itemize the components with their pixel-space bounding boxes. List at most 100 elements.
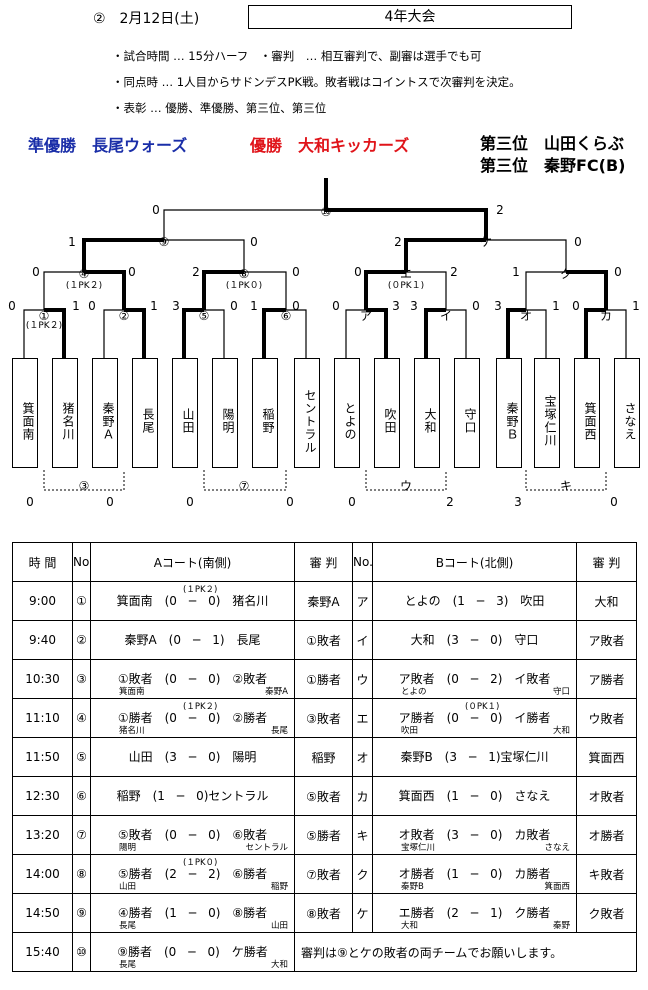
- team-box: 陽明: [212, 358, 238, 468]
- score-r2-6: 1: [512, 265, 520, 279]
- score-r1-8: 0: [332, 299, 340, 313]
- winner-label: 優勝 大和キッカーズ: [250, 136, 410, 155]
- pk-note-m1: (１PK２): [26, 321, 62, 331]
- referee-b: 箕面西: [576, 737, 637, 777]
- match-label-m5: ⑤: [199, 309, 210, 323]
- court-a-match: ⑤敗者 (0 ─ 0) ⑥敗者陽明セントラル: [90, 815, 295, 855]
- team-sub-left: とよの: [401, 687, 427, 697]
- team-box: 秦野Ａ: [92, 358, 118, 468]
- col-time: 時 間: [12, 542, 73, 582]
- pk-note: (１PK２): [183, 585, 218, 595]
- score-r1-7: 0: [292, 299, 300, 313]
- table-header-row: 時 間 No. Aコート(南側) 審 判 No. Bコート(北側) 審 判: [12, 542, 637, 582]
- score-final-1: 2: [496, 203, 504, 217]
- time-cell: 14:00: [12, 854, 73, 894]
- final-match: ⑨勝者 (0 ─ 0) ケ勝者長尾大和: [90, 932, 295, 972]
- match-label-mA: ア: [360, 309, 372, 323]
- score-r3-2: 2: [394, 235, 402, 249]
- time-cell: 11:10: [12, 698, 73, 738]
- team-box: 箕面西: [574, 358, 600, 468]
- court-b-match: ア敗者 (0 ─ 2) イ敗者とよの守口: [372, 659, 577, 699]
- team-sub-left: 長尾: [119, 921, 137, 931]
- match-no-b: カ: [352, 776, 373, 816]
- match-label-mKi: キ: [560, 479, 572, 493]
- score-r1-5: 0: [230, 299, 238, 313]
- match-no-a: ⑨: [72, 893, 91, 933]
- match-text: オ勝者 (1 ─ 0) カ勝者: [398, 867, 551, 881]
- score-r1-9: 3: [392, 299, 400, 313]
- team-box: 大和: [414, 358, 440, 468]
- score-r3-1: 0: [250, 235, 258, 249]
- match-text: 秦野B (3 ─ 1)宝塚仁川: [400, 750, 549, 764]
- score-r2-4: 0: [354, 265, 362, 279]
- score-r2-7: 0: [614, 265, 622, 279]
- score-r1-12: 3: [494, 299, 502, 313]
- team-sub-right: 秦野: [552, 921, 570, 931]
- match-label-m1: ①: [39, 309, 50, 323]
- team-box: 守口: [454, 358, 480, 468]
- court-a-match: ⑤勝者 (2 ─ 2) ⑥勝者(１PK０)山田稲野: [90, 854, 295, 894]
- third-place-label-1: 第三位 山田くらぶ: [480, 134, 625, 153]
- match-text: 箕面西 (1 ─ 0) さなえ: [398, 789, 551, 803]
- score-final-0: 0: [152, 203, 160, 217]
- col-no-b: No.: [352, 542, 373, 582]
- referee-a: ①敗者: [294, 620, 353, 660]
- referee-a: ①勝者: [294, 659, 353, 699]
- court-a-match: 稲野 (1 ─ 0)セントラル: [90, 776, 295, 816]
- team-sub-right: 箕面西: [544, 882, 570, 892]
- match-label-m8: ⑧: [239, 267, 250, 281]
- pk-note-m8: (１PK０): [226, 281, 262, 291]
- match-text: ⑨勝者 (0 ─ 0) ケ勝者: [117, 945, 268, 959]
- col-ref-b: 審 判: [576, 542, 637, 582]
- referee-a: ⑧敗者: [294, 893, 353, 933]
- score-r1-0: 0: [8, 299, 16, 313]
- score-r1-2: 0: [88, 299, 96, 313]
- team-sub-right: 大和: [270, 960, 288, 970]
- final-referee-note: 審判は⑨とケの敗者の両チームでお願いします。: [294, 932, 637, 972]
- match-text: ア敗者 (0 ─ 2) イ敗者: [398, 672, 551, 686]
- event-title: 4年大会: [248, 5, 572, 29]
- team-sub-right: セントラル: [245, 843, 288, 853]
- referee-b: ア勝者: [576, 659, 637, 699]
- score-r1-15: 1: [632, 299, 640, 313]
- match-label-mKa: カ: [600, 309, 612, 323]
- consolation-score-1: 0: [106, 495, 114, 509]
- time-cell: 10:30: [12, 659, 73, 699]
- team-box: セントラル: [294, 358, 320, 468]
- match-no-b: ウ: [352, 659, 373, 699]
- referee-a: ⑦敗者: [294, 854, 353, 894]
- consolation-score-5: 2: [446, 495, 454, 509]
- runner-up-label: 準優勝 長尾ウォーズ: [28, 136, 188, 155]
- referee-b: ク敗者: [576, 893, 637, 933]
- court-a-match: 箕面南 (0 ─ 0) 猪名川(１PK２): [90, 581, 295, 621]
- match-no-b: エ: [352, 698, 373, 738]
- consolation-score-6: 3: [514, 495, 522, 509]
- match-no-b: ケ: [352, 893, 373, 933]
- score-r1-11: 0: [472, 299, 480, 313]
- team-sub-left: 大和: [401, 921, 419, 931]
- court-b-match: ア勝者 (0 ─ 0) イ勝者(０PK１)吹田大和: [372, 698, 577, 738]
- match-label-m4: ④: [79, 267, 90, 281]
- col-ref-a: 審 判: [294, 542, 353, 582]
- court-a-match: ①勝者 (0 ─ 0) ②勝者(１PK２)猪名川長尾: [90, 698, 295, 738]
- match-label-m10: ⑩: [321, 205, 332, 219]
- rule-line-2: ・同点時 … 1人目からサドンデスPK戦。敗者戦はコイントスで次審判を決定。: [112, 75, 521, 89]
- match-label-m2: ②: [119, 309, 130, 323]
- match-no-a: ⑩: [72, 932, 91, 972]
- consolation-score-3: 0: [286, 495, 294, 509]
- court-b-match: とよの (1 ─ 3) 吹田: [372, 581, 577, 621]
- match-text: ①勝者 (0 ─ 0) ②勝者: [117, 711, 268, 725]
- match-text: 箕面南 (0 ─ 0) 猪名川: [116, 594, 269, 608]
- time-cell: 15:40: [12, 932, 73, 972]
- match-no-b: オ: [352, 737, 373, 777]
- team-box: とよの: [334, 358, 360, 468]
- team-sub-right: さなえ: [544, 843, 570, 853]
- court-b-match: 秦野B (3 ─ 1)宝塚仁川: [372, 737, 577, 777]
- court-a-match: 秦野A (0 ─ 1) 長尾: [90, 620, 295, 660]
- match-no-a: ⑧: [72, 854, 91, 894]
- time-cell: 14:50: [12, 893, 73, 933]
- referee-b: オ敗者: [576, 776, 637, 816]
